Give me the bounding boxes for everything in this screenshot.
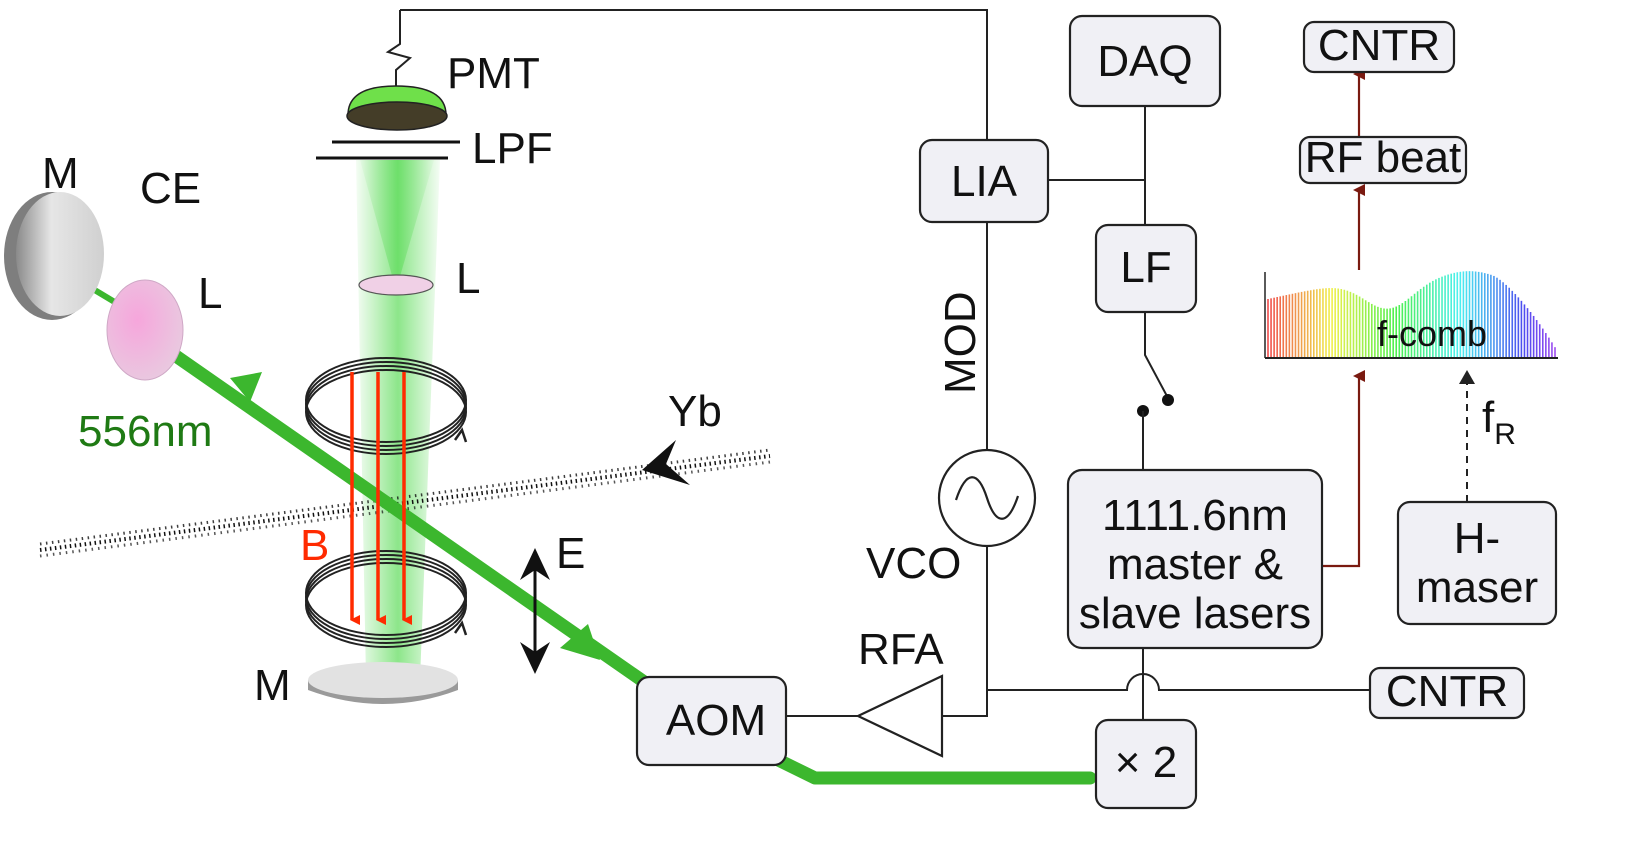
pmt-lead-wire (385, 10, 413, 86)
beam-arrow-return (230, 372, 262, 402)
lpf-label: LPF (472, 124, 553, 173)
lia-box: LIA (918, 138, 1050, 224)
cntr-bottom-label: CNTR (1386, 667, 1508, 716)
beam-arrow-forward (560, 624, 600, 660)
e-field-arrow (520, 548, 550, 674)
pmt-detector (346, 85, 448, 131)
cntr-top-label: CNTR (1318, 21, 1440, 70)
left-lens (106, 279, 184, 381)
wavelength-label: 556nm (78, 407, 213, 456)
b-field-label: B (300, 521, 329, 570)
fr-arrowhead (1459, 370, 1475, 384)
vco-to-cntr-wire (987, 673, 1370, 691)
laser-label-line3: slave lasers (1079, 589, 1311, 638)
collection-lens (358, 274, 434, 296)
vco-label: VCO (866, 539, 961, 588)
laser-label-line1: 1111.6nm (1102, 491, 1288, 540)
lia-label: LIA (951, 157, 1018, 206)
rfa-label: RFA (858, 625, 944, 674)
aom-box: AOM (635, 675, 788, 767)
lower-coil (305, 550, 468, 648)
vco-to-rfa-wire (942, 545, 988, 717)
rf-amplifier (855, 674, 944, 758)
ce-label: CE (140, 164, 201, 213)
fr-label: fR (1482, 393, 1516, 451)
pmt-label: PMT (447, 49, 540, 98)
switch-contact-top (1162, 394, 1174, 406)
pmt-to-lia-wire (400, 9, 988, 140)
lf-to-switch-wire (1144, 312, 1169, 399)
upper-coil (305, 357, 468, 455)
lens-center-label: L (456, 254, 480, 303)
comb-label: f-comb (1377, 313, 1487, 354)
rf-beat-box: RF beat (1298, 133, 1468, 185)
comb-teeth (1267, 271, 1556, 357)
h-maser-box: H- maser (1396, 500, 1558, 626)
doubler-label: × 2 (1115, 738, 1177, 787)
fr-subscript: R (1494, 418, 1516, 451)
cntr-top-box: CNTR (1302, 20, 1456, 74)
signal-wires (385, 9, 1475, 720)
daq-box: DAQ (1068, 14, 1222, 108)
rf-beat-label: RF beat (1305, 133, 1462, 182)
yb-label: Yb (668, 387, 722, 436)
vco-oscillator (937, 448, 1037, 548)
lf-label: LF (1120, 243, 1171, 292)
aom-label: AOM (666, 696, 766, 745)
bottom-mirror (308, 662, 458, 704)
laser-label-line2: master & (1107, 540, 1283, 589)
mirror-left-label: M (42, 149, 79, 198)
rf-links (1322, 68, 1365, 568)
mod-label: MOD (936, 291, 985, 394)
long-pass-filter (316, 140, 460, 160)
daq-label: DAQ (1097, 37, 1192, 86)
laser-box: 1111.6nm master & slave lasers (1066, 468, 1324, 650)
left-mirror (4, 192, 104, 320)
cntr-bottom-box: CNTR (1368, 666, 1526, 720)
h-maser-label-line1: H- (1454, 514, 1500, 563)
yb-beam-arrowhead (642, 440, 690, 485)
lens-left-label: L (198, 269, 222, 318)
laser-to-comb-link (1322, 370, 1365, 568)
yb-atomic-beam (39, 440, 771, 558)
frequency-comb: f-comb (1264, 271, 1558, 359)
mirror-bottom-label: M (254, 661, 291, 710)
fr-main: f (1482, 393, 1495, 442)
e-field-label: E (556, 529, 585, 578)
doubler-box: × 2 (1094, 718, 1198, 810)
h-maser-label-line2: maser (1416, 563, 1538, 612)
b-field-arrows (350, 372, 412, 625)
lf-box: LF (1094, 223, 1198, 314)
